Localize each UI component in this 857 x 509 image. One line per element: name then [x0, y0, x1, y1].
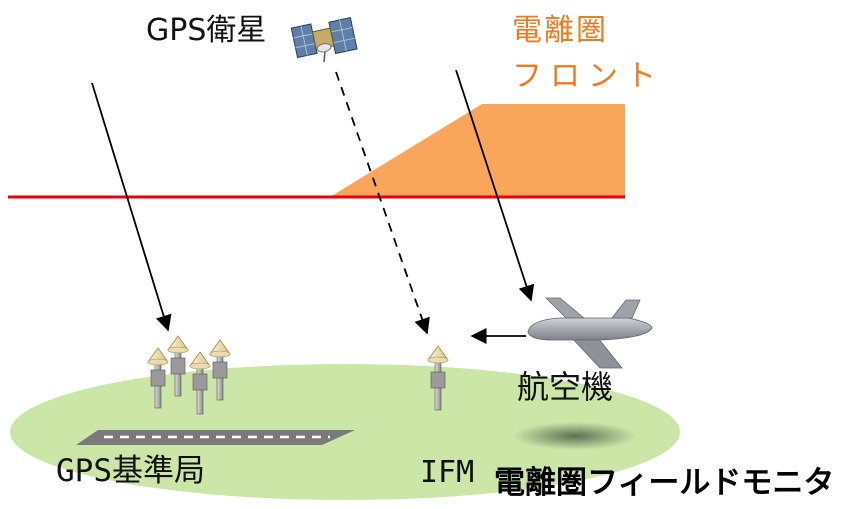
reference-station-antennas: [147, 335, 231, 415]
ifm-antenna-icon: [427, 345, 449, 411]
antenna-icon: [167, 335, 189, 397]
gps-reference-station-label: GPS基準局: [56, 453, 205, 489]
ionospheric-front-region: [330, 104, 625, 197]
aircraft-shadow: [513, 422, 637, 450]
signal-path-to-reference-station: [91, 82, 172, 332]
ionospheric-field-monitor-label: 電離圏フィールドモニタ: [494, 465, 835, 501]
antenna-icon: [189, 351, 211, 415]
signal-path-to-aircraft: [455, 69, 535, 302]
antenna-icon: [209, 339, 231, 401]
gps-satellite-label: GPS衛星: [146, 13, 267, 48]
aircraft-label: 航空機: [517, 368, 614, 406]
antenna-icon: [147, 347, 169, 409]
runway-icon: [76, 430, 355, 445]
ifm-label: IFM: [420, 455, 475, 490]
aircraft-icon: [527, 297, 653, 369]
ionospheric-front-label-line1: 電離圏: [512, 13, 608, 48]
ionospheric-front-label-line2: フロント: [512, 59, 664, 94]
signal-path-to-ifm: [335, 71, 430, 335]
satellite-icon: [290, 17, 358, 63]
